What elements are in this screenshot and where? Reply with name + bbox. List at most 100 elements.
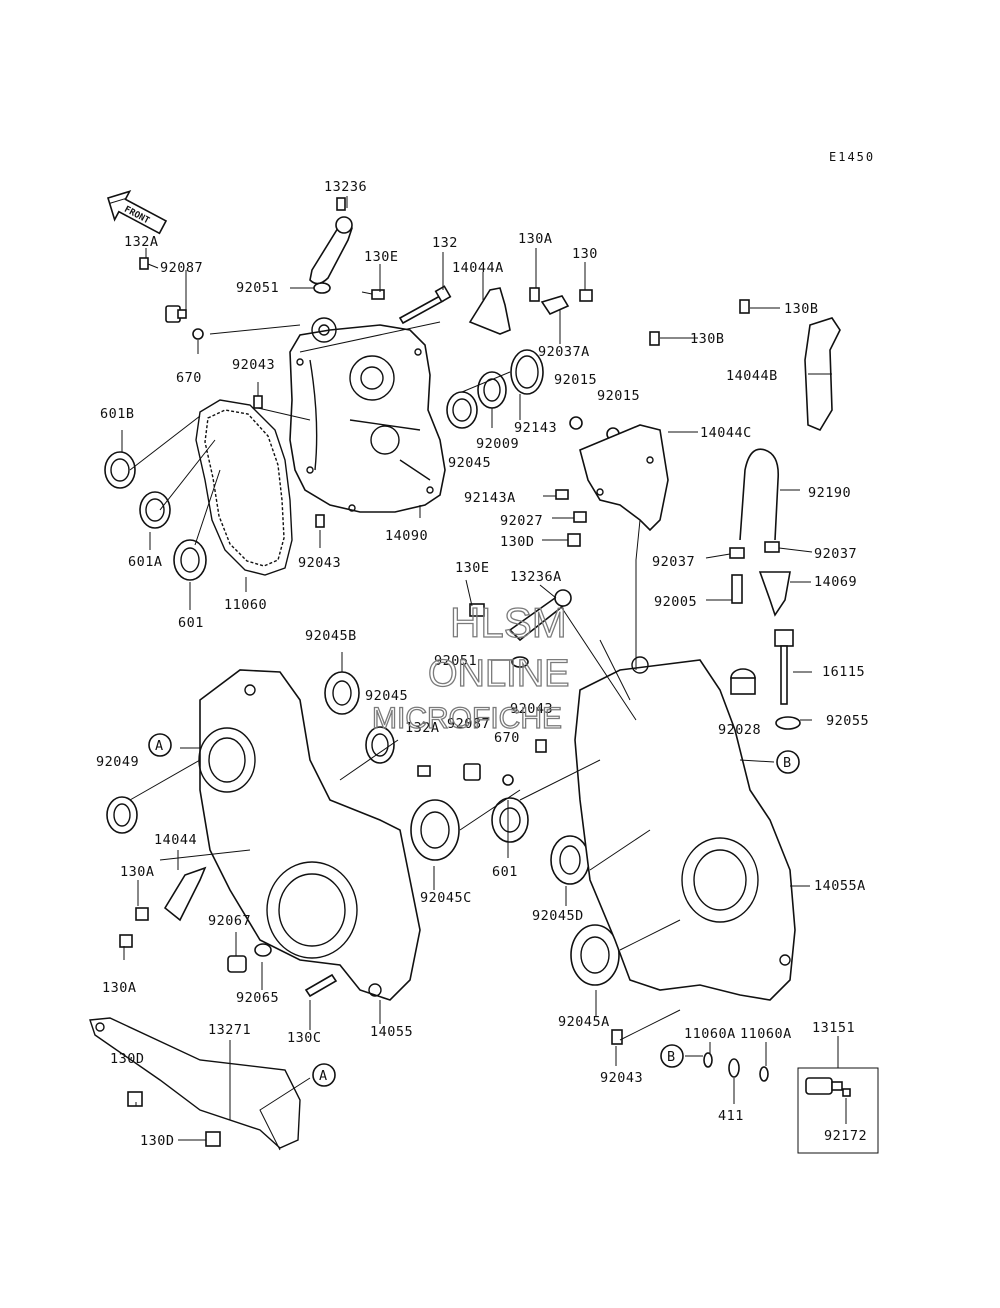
part-label: 130A xyxy=(120,864,155,880)
o-ring-670 xyxy=(192,328,204,340)
part-label: 601A xyxy=(128,554,163,570)
pin-92043 xyxy=(253,395,263,409)
svg-text:B: B xyxy=(783,755,792,771)
part-label: 601 xyxy=(492,864,518,880)
bearing-601-b xyxy=(491,797,529,843)
bolt-132a-b xyxy=(417,765,431,777)
plug-92087-b xyxy=(463,763,481,781)
svg-text:A: A xyxy=(155,738,164,754)
seal-92049 xyxy=(106,796,138,834)
part-label: 92015 xyxy=(554,372,597,388)
part-label: 92045A xyxy=(558,1014,610,1030)
watermark-line-2: ONLINE xyxy=(428,653,569,695)
part-label: 92049 xyxy=(96,754,139,770)
fitting-92005 xyxy=(731,574,743,604)
screw-92172 xyxy=(842,1088,851,1097)
bearing-92045a xyxy=(570,924,620,986)
shift-arm-13236 xyxy=(309,197,353,285)
watermark-line-1: HLSM xyxy=(450,599,567,646)
bearing-92045c xyxy=(410,799,460,861)
part-label: 92067 xyxy=(208,913,251,929)
part-label: 130 xyxy=(572,246,598,262)
bolt-132a xyxy=(139,257,159,270)
part-label: 92045 xyxy=(365,688,408,704)
shift-arm-13236a xyxy=(508,589,572,642)
part-label: 13271 xyxy=(208,1022,251,1038)
part-label: 92190 xyxy=(808,485,851,501)
part-label: 670 xyxy=(176,370,202,386)
bearing-92045d xyxy=(550,835,590,885)
part-label: 92037 xyxy=(652,554,695,570)
part-label: 13236A xyxy=(510,569,562,585)
part-label: 92009 xyxy=(476,436,519,452)
part-label: 11060A xyxy=(684,1026,736,1042)
bracket-14044c xyxy=(579,424,669,532)
callout-b-2: B xyxy=(660,1044,684,1068)
bearing-92045b xyxy=(324,671,360,715)
part-label: 14055A xyxy=(814,878,866,894)
plug-92087 xyxy=(165,305,187,323)
plug-92067 xyxy=(227,955,247,973)
pin-92043-c xyxy=(535,739,547,753)
leader-lines xyxy=(121,196,847,1151)
part-label: 92037A xyxy=(538,344,590,360)
part-label: 92143 xyxy=(514,420,557,436)
part-label: 14090 xyxy=(385,528,428,544)
part-label: 132A xyxy=(124,234,159,250)
callout-a-1: A xyxy=(148,733,172,757)
bolt-130b2 xyxy=(649,331,660,346)
part-label: 92143A xyxy=(464,490,516,506)
part-label: 132A xyxy=(405,720,440,736)
part-label: 132 xyxy=(432,235,458,251)
nut-92015 xyxy=(569,416,583,430)
part-label: 92051 xyxy=(434,653,477,669)
part-labels: 13236 132A 92087 130E 132 130A 130 92051… xyxy=(96,179,869,1149)
washer-92051 xyxy=(313,282,331,294)
bolt-130c xyxy=(304,973,338,998)
part-label: 92045D xyxy=(532,908,584,924)
clamp-92037 xyxy=(729,547,745,559)
bolt-130 xyxy=(579,289,593,302)
hose-92190 xyxy=(739,448,780,541)
part-label: 14044A xyxy=(452,260,504,276)
part-label: 130D xyxy=(110,1051,145,1067)
part-label: 130B xyxy=(690,331,725,347)
watermark-line-3: MICROFICHE xyxy=(372,702,562,735)
collar-92143a xyxy=(555,489,569,500)
part-label: 11060 xyxy=(224,597,267,613)
bolt-130e xyxy=(361,289,385,300)
pin-92043b xyxy=(315,514,325,528)
callout-b-1: B xyxy=(776,750,800,774)
svg-text:B: B xyxy=(667,1049,676,1065)
part-label: 92043 xyxy=(510,701,553,717)
bearing-601b xyxy=(104,451,136,489)
part-label: 92027 xyxy=(500,513,543,529)
watermark: HLSM ONLINE MICROFICHE xyxy=(371,598,570,735)
part-label: 92051 xyxy=(236,280,279,296)
part-label: 14069 xyxy=(814,574,857,590)
bolt-130e-b xyxy=(469,603,485,617)
dipstick-16115 xyxy=(774,629,794,705)
part-label: 92043 xyxy=(232,357,275,373)
gasket-11060 xyxy=(195,399,293,576)
bolt-130d-c xyxy=(205,1131,221,1147)
bracket-14044a xyxy=(468,287,511,335)
washer-92051-b xyxy=(511,656,529,668)
part-label: 92055 xyxy=(826,713,869,729)
part-label: 130C xyxy=(287,1030,322,1046)
clamp-92037b xyxy=(764,541,780,553)
callout-a-2: A xyxy=(312,1063,336,1087)
part-label: 92037 xyxy=(814,546,857,562)
pin-92043-d xyxy=(611,1029,623,1045)
bearing-92045-b xyxy=(365,726,395,764)
crankcase-14055 xyxy=(198,669,421,1001)
part-label: 92172 xyxy=(824,1128,867,1144)
part-label: 92005 xyxy=(654,594,697,610)
part-label: 670 xyxy=(494,730,520,746)
part-label: 13236 xyxy=(324,179,367,195)
part-label: 92045C xyxy=(420,890,472,906)
part-label: 130D xyxy=(140,1133,175,1149)
part-label: 92045 xyxy=(448,455,491,471)
